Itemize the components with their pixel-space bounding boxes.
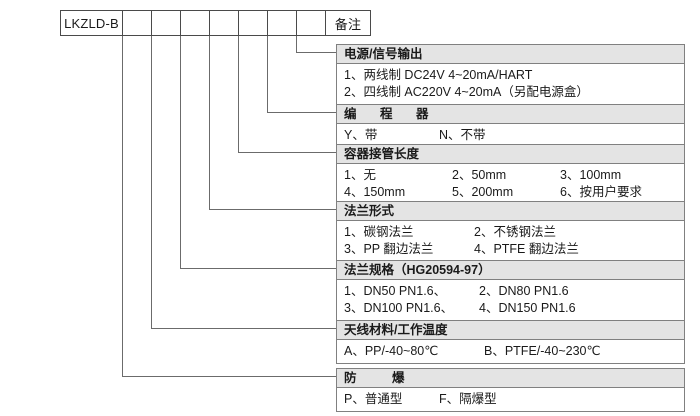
option-row: 1、无 2、50mm 3、100mm <box>344 167 684 184</box>
leader-5 <box>179 36 336 270</box>
option-item[interactable]: 1、碳钢法兰 <box>344 225 414 239</box>
option-item[interactable]: 4、PTFE 翻边法兰 <box>474 242 579 256</box>
section-antenna-material-temp: 天线材料/工作温度 A、PP/-40~80℃ B、PTFE/-40~230℃ <box>336 320 685 364</box>
code-cell-note: 备注 <box>334 16 362 32</box>
option-item[interactable]: Y、带 <box>344 128 378 142</box>
option-item[interactable]: 5、200mm <box>452 185 514 199</box>
option-row: 3、PP 翻边法兰 4、PTFE 翻边法兰 <box>344 241 684 258</box>
section-power-signal-output: 电源/信号输出 1、两线制 DC24V 4~20mA/HART 2、四线制 AC… <box>336 44 685 105</box>
option-item[interactable]: P、普通型 <box>344 392 403 406</box>
code-cell-blank-5[interactable] <box>239 11 268 35</box>
option-item[interactable]: 2、DN80 PN1.6 <box>479 284 569 298</box>
section-programmer: 编 程 器 Y、带 N、不带 <box>336 104 685 148</box>
section-flange-spec: 法兰规格（HG20594-97） 1、DN50 PN1.6、 2、DN80 PN… <box>336 260 685 321</box>
option-item[interactable]: 2、50mm <box>452 168 507 182</box>
leader-1 <box>295 36 336 54</box>
model-code-table: LKZLD-B 备注 <box>60 10 371 36</box>
section-title: 天线材料/工作温度 <box>337 321 684 340</box>
leader-2 <box>266 36 336 114</box>
option-item[interactable]: F、隔爆型 <box>439 392 497 406</box>
option-row: 1、两线制 DC24V 4~20mA/HART <box>344 67 684 84</box>
section-title: 防 爆 <box>337 369 684 388</box>
section-title: 法兰规格（HG20594-97） <box>337 261 684 280</box>
code-cell-blank-1[interactable] <box>123 11 152 35</box>
section-body: 1、碳钢法兰 2、不锈钢法兰 3、PP 翻边法兰 4、PTFE 翻边法兰 <box>337 221 684 261</box>
section-title: 电源/信号输出 <box>337 45 684 64</box>
section-body: 1、两线制 DC24V 4~20mA/HART 2、四线制 AC220V 4~2… <box>337 64 684 104</box>
section-body: Y、带 N、不带 <box>337 124 684 147</box>
section-body: 1、DN50 PN1.6、 2、DN80 PN1.6 3、DN100 PN1.6… <box>337 280 684 320</box>
option-row: 1、DN50 PN1.6、 2、DN80 PN1.6 <box>344 283 684 300</box>
section-title: 法兰形式 <box>337 202 684 221</box>
model-code-cell: LKZLD-B <box>61 11 123 35</box>
option-row: 1、碳钢法兰 2、不锈钢法兰 <box>344 224 684 241</box>
option-row: A、PP/-40~80℃ B、PTFE/-40~230℃ <box>344 343 684 360</box>
code-cell-blank-7[interactable] <box>297 11 326 35</box>
leader-6 <box>150 36 336 330</box>
option-item[interactable]: 4、150mm <box>344 185 406 199</box>
code-cell-blank-2[interactable] <box>152 11 181 35</box>
option-item[interactable]: 2、四线制 AC220V 4~20mA（另配电源盒） <box>344 85 589 99</box>
leader-7 <box>121 36 336 378</box>
option-item[interactable]: N、不带 <box>439 128 486 142</box>
option-item[interactable]: B、PTFE/-40~230℃ <box>484 344 601 358</box>
option-item[interactable]: 3、100mm <box>560 168 622 182</box>
option-item[interactable]: 3、DN100 PN1.6、 <box>344 301 454 315</box>
option-row: P、普通型 F、隔爆型 <box>344 391 684 408</box>
code-cell-blank-3[interactable] <box>181 11 210 35</box>
code-cell-blank-6[interactable] <box>268 11 297 35</box>
option-row: 3、DN100 PN1.6、 4、DN150 PN1.6 <box>344 300 684 317</box>
option-row: 2、四线制 AC220V 4~20mA（另配电源盒） <box>344 84 684 101</box>
section-flange-form: 法兰形式 1、碳钢法兰 2、不锈钢法兰 3、PP 翻边法兰 4、PTFE 翻边法… <box>336 201 685 262</box>
leader-4 <box>208 36 336 211</box>
section-body: 1、无 2、50mm 3、100mm 4、150mm 5、200mm 6、按用户… <box>337 164 684 204</box>
section-title: 编 程 器 <box>337 105 684 124</box>
section-body: A、PP/-40~80℃ B、PTFE/-40~230℃ <box>337 340 684 363</box>
section-vessel-nozzle-length: 容器接管长度 1、无 2、50mm 3、100mm 4、150mm 5、200m… <box>336 144 685 205</box>
section-title: 容器接管长度 <box>337 145 684 164</box>
section-explosion-proof: 防 爆 P、普通型 F、隔爆型 <box>336 368 685 412</box>
option-item[interactable]: 1、DN50 PN1.6、 <box>344 284 447 298</box>
option-item[interactable]: 2、不锈钢法兰 <box>474 225 556 239</box>
option-row: Y、带 N、不带 <box>344 127 684 144</box>
leader-3 <box>237 36 336 154</box>
option-item[interactable]: 6、按用户要求 <box>560 185 642 199</box>
option-item[interactable]: 1、无 <box>344 168 376 182</box>
option-item[interactable]: 3、PP 翻边法兰 <box>344 242 434 256</box>
section-body: P、普通型 F、隔爆型 <box>337 388 684 411</box>
option-item[interactable]: 4、DN150 PN1.6 <box>479 301 576 315</box>
option-item[interactable]: 1、两线制 DC24V 4~20mA/HART <box>344 68 533 82</box>
option-row: 4、150mm 5、200mm 6、按用户要求 <box>344 184 684 201</box>
code-cell-blank-4[interactable] <box>210 11 239 35</box>
option-item[interactable]: A、PP/-40~80℃ <box>344 344 439 358</box>
